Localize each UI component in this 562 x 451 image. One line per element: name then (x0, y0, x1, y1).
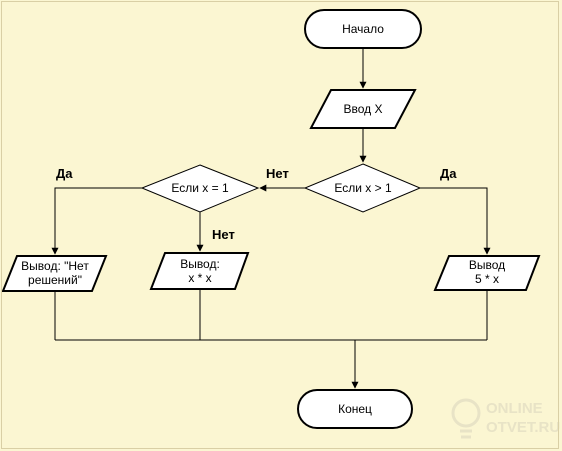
cond1-decision-shape (303, 163, 422, 213)
out-none-parallelogram-shape (1, 255, 108, 292)
node-cond1: Если x > 1 (303, 163, 422, 213)
out-none-label-line2: решений" (28, 273, 82, 287)
edge-label-cond2-no: Нет (212, 227, 235, 242)
edge-cond2-yes (51, 187, 142, 255)
start-terminator-shape (304, 9, 422, 49)
connectors (51, 48, 491, 389)
out-none-label-line1: Вывод: "Нет (21, 259, 89, 273)
out-5x-parallelogram-shape (433, 255, 541, 291)
edge-label-cond2-yes: Да (56, 166, 73, 181)
input-parallelogram-shape (309, 89, 417, 129)
out-sq-label-line2: x * x (188, 271, 211, 285)
edge-label-cond1-no: Нет (266, 166, 289, 181)
start-label: Начало (342, 22, 384, 36)
node-out-5x: Вывод 5 * x (433, 255, 541, 291)
input-label: Ввод X (344, 102, 383, 116)
node-out-sq: Вывод: x * x (149, 252, 250, 290)
cond1-label: Если x > 1 (334, 181, 392, 195)
end-label: Конец (338, 402, 372, 416)
watermark-line1: ONLINE (486, 400, 543, 417)
watermark: ONLINE OTVET.RU (451, 398, 560, 439)
cond2-decision-shape (140, 164, 260, 213)
out-5x-label-line2: 5 * x (475, 272, 499, 286)
out-sq-label-line1: Вывод: (180, 257, 220, 271)
node-end: Конец (297, 389, 413, 429)
node-out-none: Вывод: "Нет решений" (1, 255, 108, 292)
watermark-line2: OTVET.RU (486, 419, 560, 436)
edge-label-cond1-yes: Да (440, 166, 457, 181)
out-sq-parallelogram-shape (149, 252, 250, 290)
node-start: Начало (304, 9, 422, 49)
lightbulb-icon (451, 398, 481, 439)
out-5x-label-line1: Вывод (469, 258, 505, 272)
edge-cond1-yes (420, 187, 491, 255)
end-terminator-shape (297, 389, 413, 429)
cond2-label: Если x = 1 (171, 181, 229, 195)
node-input: Ввод X (309, 89, 417, 129)
node-cond2: Если x = 1 (140, 164, 260, 213)
